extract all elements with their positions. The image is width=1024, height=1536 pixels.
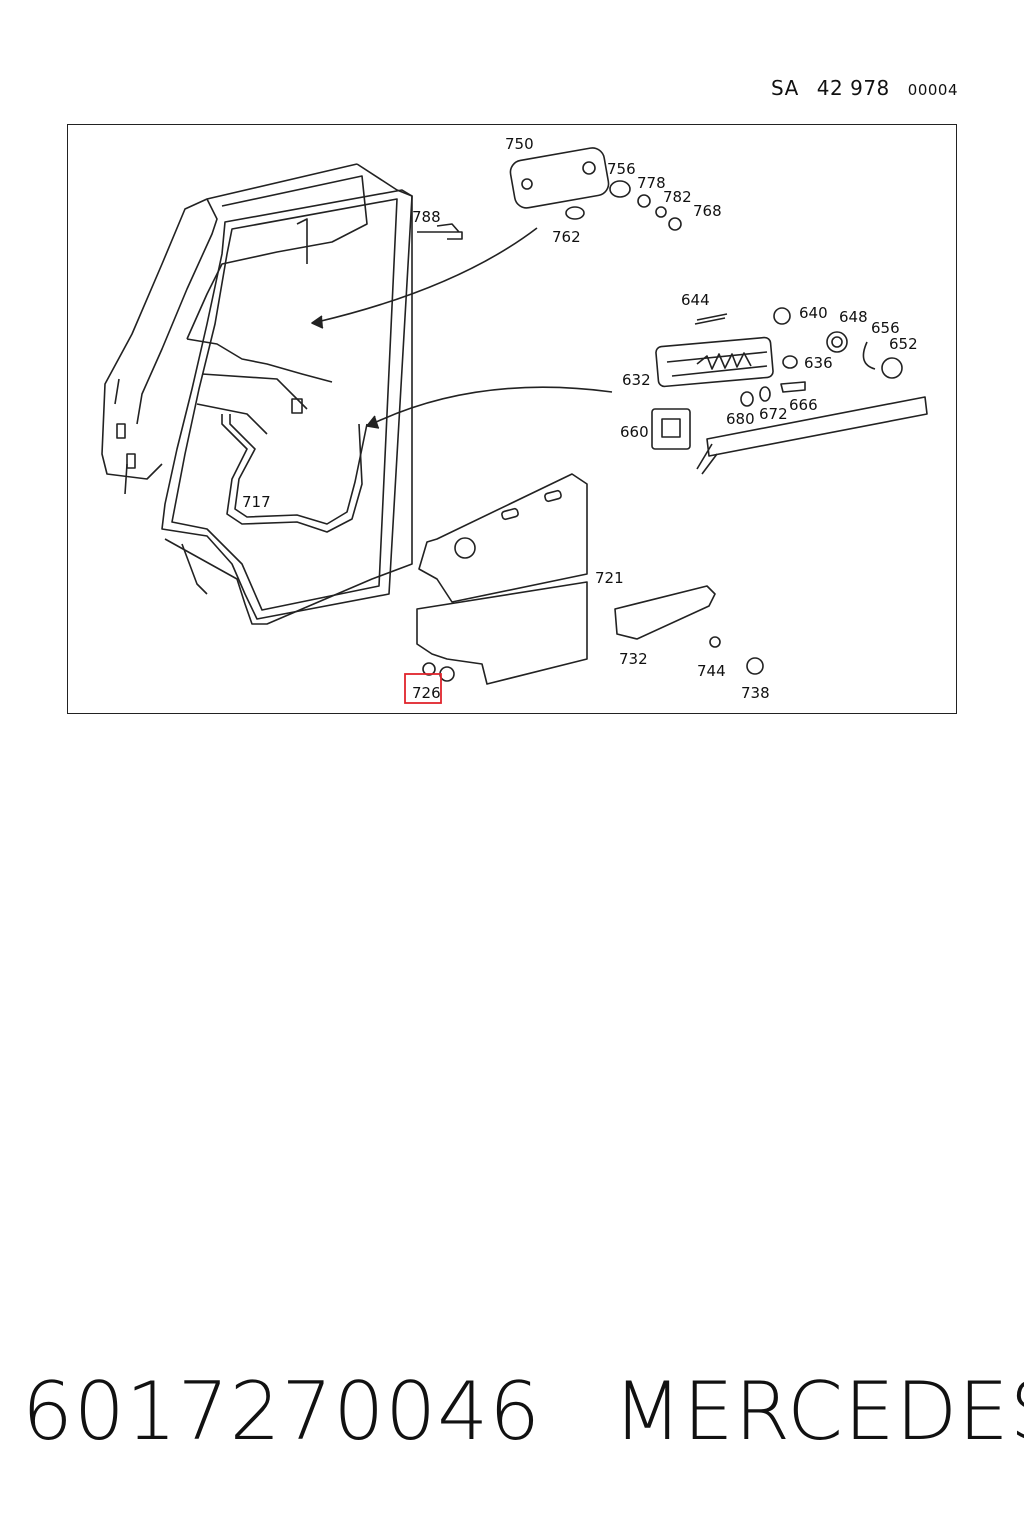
label-656: 656 (871, 319, 900, 337)
armrest-drawing (614, 585, 716, 640)
diagram-frame (67, 124, 957, 714)
label-640: 640 (799, 304, 828, 322)
label-768: 768 (693, 202, 722, 220)
label-636: 636 (804, 354, 833, 372)
diagram-reference: SA 42 978 00004 (771, 76, 958, 100)
label-721: 721 (595, 569, 624, 587)
door-trim-panel-drawing (416, 473, 588, 685)
reference-prefix: SA (771, 76, 799, 100)
reference-code: 00004 (907, 81, 958, 99)
door-frame-drawing (101, 163, 413, 625)
highlight-box-726 (404, 673, 442, 704)
hook-bracket-drawing (417, 223, 463, 240)
label-732: 732 (619, 650, 648, 668)
label-632: 632 (622, 371, 651, 389)
label-756: 756 (607, 160, 636, 178)
label-788: 788 (412, 208, 441, 226)
label-744: 744 (697, 662, 726, 680)
label-750: 750 (505, 135, 534, 153)
door-seal-drawing (161, 189, 413, 620)
brand-name: MERCEDES (612, 1365, 1024, 1458)
parts-diagram: 750 756 778 782 768 762 788 644 640 648 … (101, 135, 928, 704)
label-652: 652 (889, 335, 918, 353)
label-778: 778 (637, 174, 666, 192)
window-channel-rod (221, 414, 363, 533)
label-726: 726 (412, 684, 441, 702)
reference-number: 42 978 (816, 76, 890, 100)
mirror-plate-drawing (509, 147, 610, 209)
label-762: 762 (552, 228, 581, 246)
label-644: 644 (681, 291, 710, 309)
arrow-to-seal-top (316, 227, 538, 323)
label-680: 680 (726, 410, 755, 428)
label-717: 717 (242, 493, 271, 511)
label-648: 648 (839, 308, 868, 326)
label-782: 782 (663, 188, 692, 206)
label-666: 666 (789, 396, 818, 414)
part-number: 6017270046 (22, 1365, 541, 1458)
label-738: 738 (741, 684, 770, 702)
arrow-to-seal-side (371, 386, 613, 425)
handle-assembly-drawing (651, 307, 928, 475)
label-660: 660 (620, 423, 649, 441)
label-672: 672 (759, 405, 788, 423)
